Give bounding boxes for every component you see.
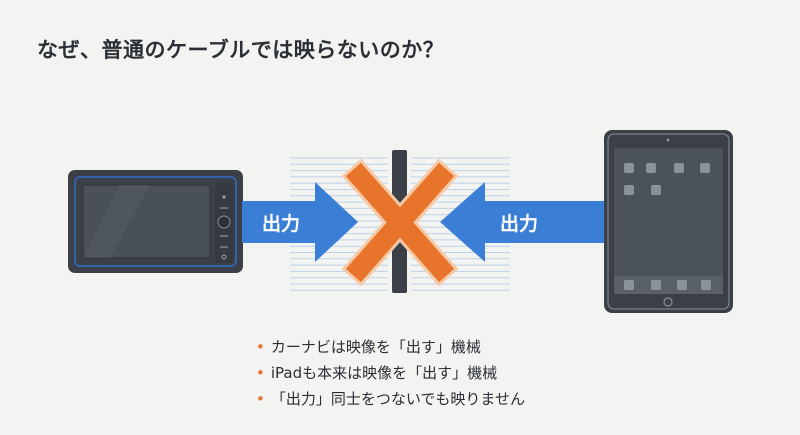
left-output-arrow	[242, 182, 358, 262]
app-icon	[701, 280, 711, 290]
bullet-text: カーナビは映像を「出す」機械	[270, 338, 481, 356]
app-icon	[674, 163, 684, 173]
bullet-dot-icon: •	[256, 390, 265, 408]
ipad-icon	[604, 130, 733, 313]
app-icon	[677, 280, 687, 290]
bullet-dot-icon: •	[256, 364, 265, 382]
app-icon	[651, 280, 661, 290]
app-icon	[651, 185, 661, 195]
list-item: • iPadも本来は映像を「出す」機械	[256, 362, 525, 388]
left-arrow-label: 出力	[262, 213, 301, 235]
bullet-list: • カーナビは映像を「出す」機械 • iPadも本来は映像を「出す」機械 • 「出力」…	[256, 336, 525, 414]
bullet-text: 「出力」同士をつないでも映りません	[270, 390, 525, 408]
bullet-text: iPadも本来は映像を「出す」機械	[270, 364, 498, 382]
app-icon	[624, 280, 634, 290]
app-icon	[646, 163, 656, 173]
car-navigation-icon	[68, 170, 243, 273]
list-item: • 「出力」同士をつないでも映りません	[256, 388, 525, 414]
app-icon	[624, 185, 634, 195]
page-title: なぜ、普通のケーブルでは映らないのか？	[37, 38, 445, 62]
app-icon	[624, 163, 634, 173]
bullet-dot-icon: •	[256, 338, 265, 356]
cross-icon	[341, 158, 459, 287]
right-output-arrow	[440, 182, 605, 262]
right-arrow-label: 出力	[500, 213, 539, 235]
list-item: • カーナビは映像を「出す」機械	[256, 336, 525, 362]
app-icon	[700, 163, 710, 173]
